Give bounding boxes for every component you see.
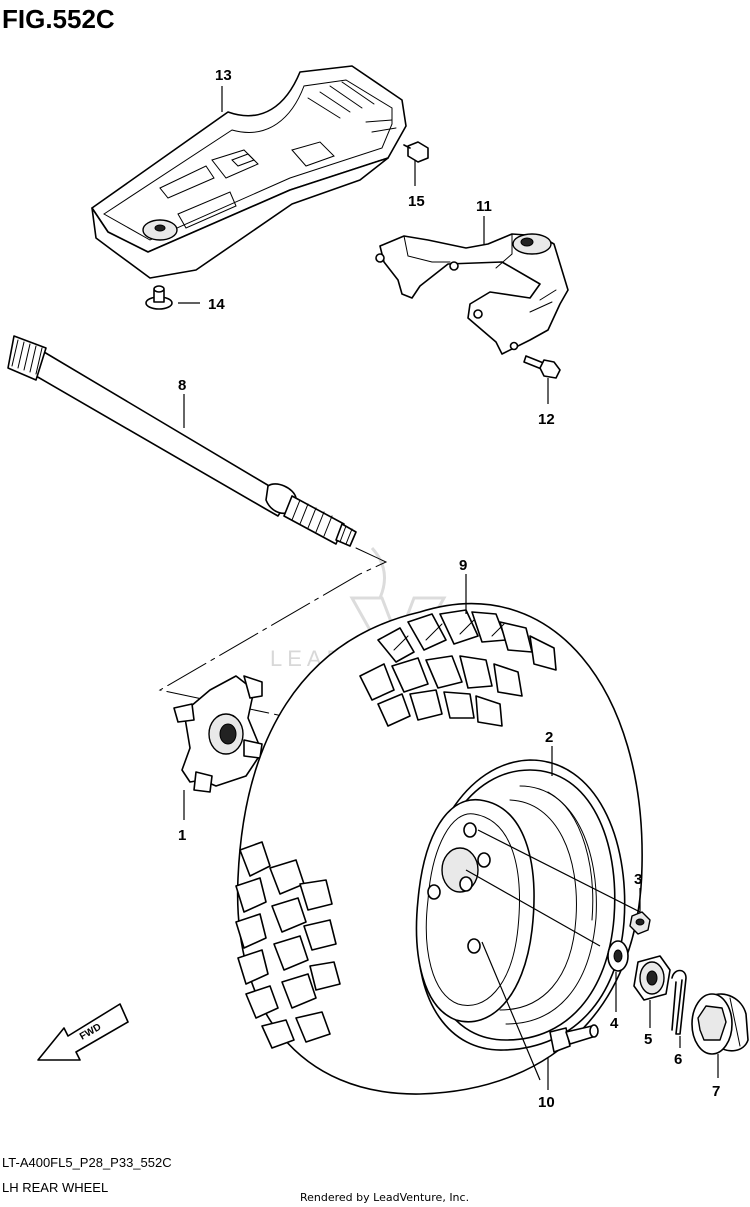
bolt-12-illustration xyxy=(523,355,561,379)
washer-illustration xyxy=(607,940,629,972)
callout-12: 12 xyxy=(538,411,555,428)
callout-15: 15 xyxy=(408,193,425,210)
hub-cap-illustration xyxy=(691,993,749,1055)
callout-5: 5 xyxy=(644,1031,652,1048)
callout-8: 8 xyxy=(178,377,186,394)
drive-shaft-illustration xyxy=(7,335,357,547)
tire-tread-left xyxy=(235,841,341,1049)
figure-code: LT-A400FL5_P28_P33_552C xyxy=(2,1155,172,1170)
skid-plate-illustration xyxy=(91,65,407,279)
wheel-nut-illustration xyxy=(629,911,651,935)
callout-6: 6 xyxy=(674,1051,682,1068)
castle-nut-illustration xyxy=(633,955,671,1001)
figure-title: FIG.552C xyxy=(2,4,115,34)
callout-7: 7 xyxy=(712,1083,720,1100)
callout-14: 14 xyxy=(208,296,225,313)
valve-stem-illustration xyxy=(549,1024,599,1053)
callout-2: 2 xyxy=(545,729,553,746)
callout-4: 4 xyxy=(610,1015,619,1032)
callout-numbers: 13 15 11 14 12 8 9 1 2 3 4 5 6 7 10 xyxy=(178,67,720,1111)
bolt-15-illustration xyxy=(403,141,429,163)
callout-9: 9 xyxy=(459,557,467,574)
hub-illustration xyxy=(173,675,263,793)
bracket-illustration xyxy=(375,233,569,355)
tire-tread-top xyxy=(359,609,557,727)
cotter-pin-illustration xyxy=(671,969,687,1035)
bolt-14-illustration xyxy=(145,285,173,310)
callout-3: 3 xyxy=(634,871,642,888)
figure-name: LH REAR WHEEL xyxy=(2,1180,108,1195)
leader-lines xyxy=(178,86,719,1090)
wheel-rim-illustration xyxy=(415,769,616,1041)
callout-10: 10 xyxy=(538,1094,555,1111)
render-credit: Rendered by LeadVenture, Inc. xyxy=(300,1191,469,1204)
callout-1: 1 xyxy=(178,827,186,844)
fwd-arrow-icon: FWD xyxy=(37,1003,129,1061)
callout-13: 13 xyxy=(215,67,232,84)
callout-11: 11 xyxy=(476,198,492,215)
